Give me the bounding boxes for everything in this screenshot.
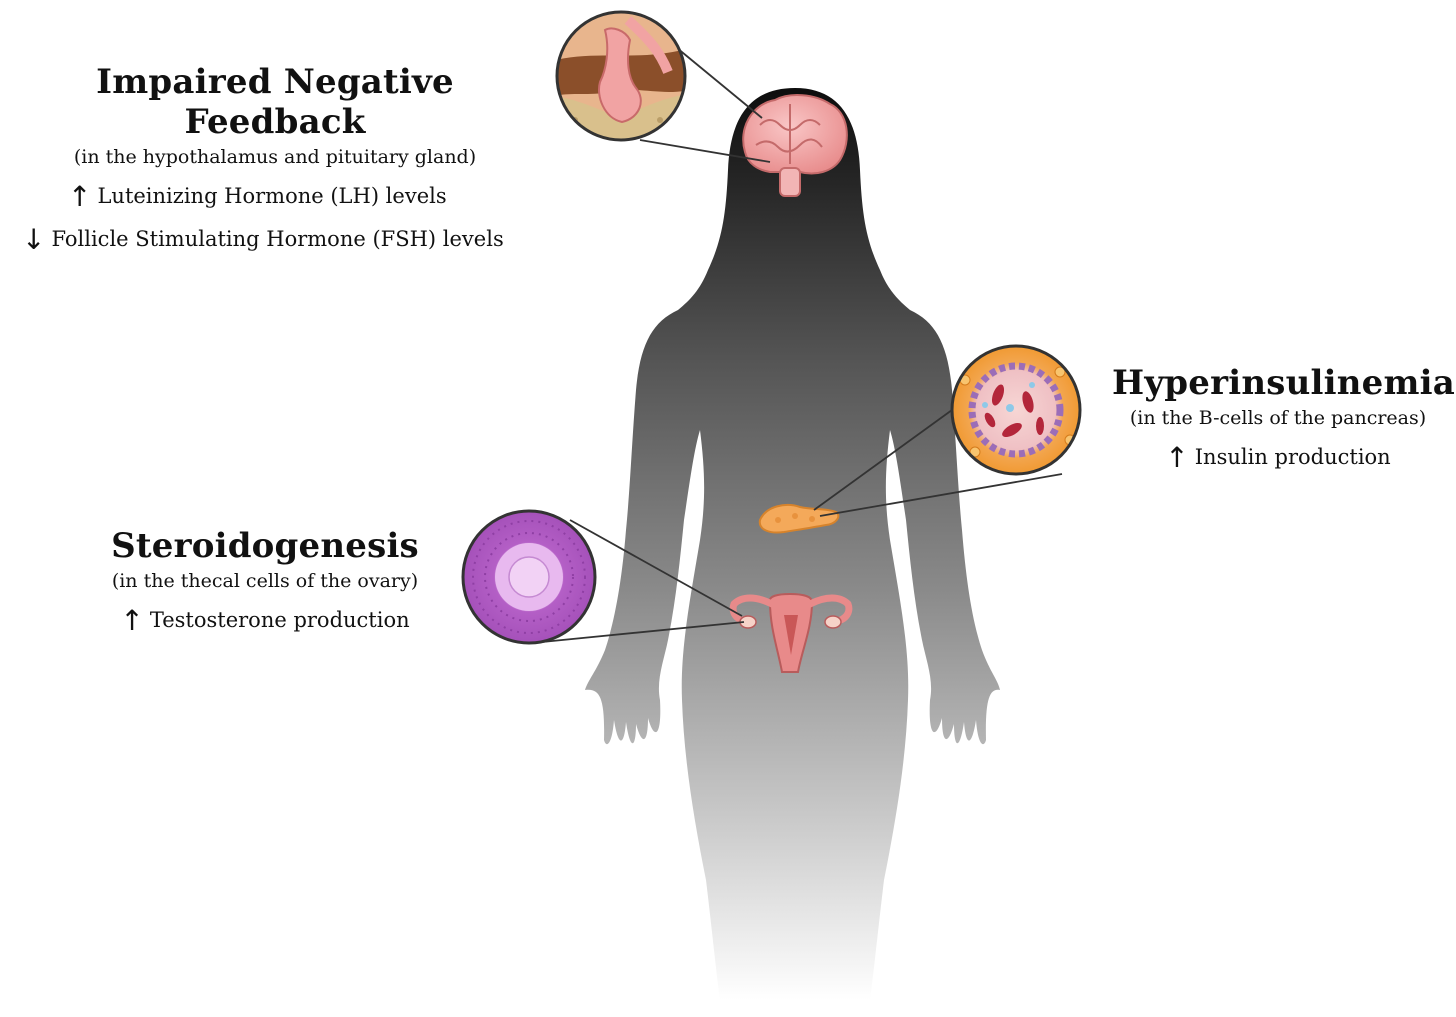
insulin-title: Hyperinsulinemia — [1112, 363, 1456, 403]
feedback-title: Impaired Negative Feedback — [96, 62, 454, 142]
uterus-icon — [729, 592, 853, 673]
pituitary-magnifier — [555, 10, 687, 142]
steroid-subtitle: (in the thecal cells of the ovary) — [111, 570, 419, 592]
steroid-label-block: Steroidogenesis (in the thecal cells of … — [95, 526, 435, 637]
pancreas-icon — [758, 503, 840, 534]
up-arrow-icon: ↑ — [120, 604, 144, 637]
brain-icon — [742, 94, 848, 197]
insulin-subtitle: (in the B-cells of the pancreas) — [1129, 407, 1427, 429]
pancreatic-islet-magnifier — [950, 344, 1082, 476]
up-arrow-icon: ↑ — [1165, 441, 1189, 474]
insulin-label-block: Hyperinsulinemia (in the B-cells of the … — [1112, 363, 1456, 474]
fsh-effect-text: Follicle Stimulating Hormone (FSH) level… — [51, 227, 504, 251]
up-arrow-icon: ↑ — [68, 180, 92, 213]
feedback-label-block: Impaired Negative Feedback (in the hypot… — [10, 62, 540, 256]
testosterone-effect: ↑Testosterone production — [95, 604, 435, 637]
lh-effect-text: Luteinizing Hormone (LH) levels — [97, 184, 447, 208]
lh-effect: ↑Luteinizing Hormone (LH) levels — [10, 180, 540, 213]
steroid-title: Steroidogenesis — [111, 526, 419, 566]
testosterone-effect-text: Testosterone production — [149, 608, 410, 632]
down-arrow-icon: ↓ — [22, 223, 46, 256]
connector-lines — [541, 33, 1063, 643]
insulin-effect: ↑Insulin production — [1112, 441, 1444, 474]
body-silhouette — [585, 88, 1000, 1000]
fsh-effect: ↓Follicle Stimulating Hormone (FSH) leve… — [10, 223, 540, 256]
insulin-effect-text: Insulin production — [1194, 445, 1391, 469]
ovarian-follicle-magnifier — [461, 509, 597, 645]
feedback-subtitle: (in the hypothalamus and pituitary gland… — [73, 146, 477, 168]
